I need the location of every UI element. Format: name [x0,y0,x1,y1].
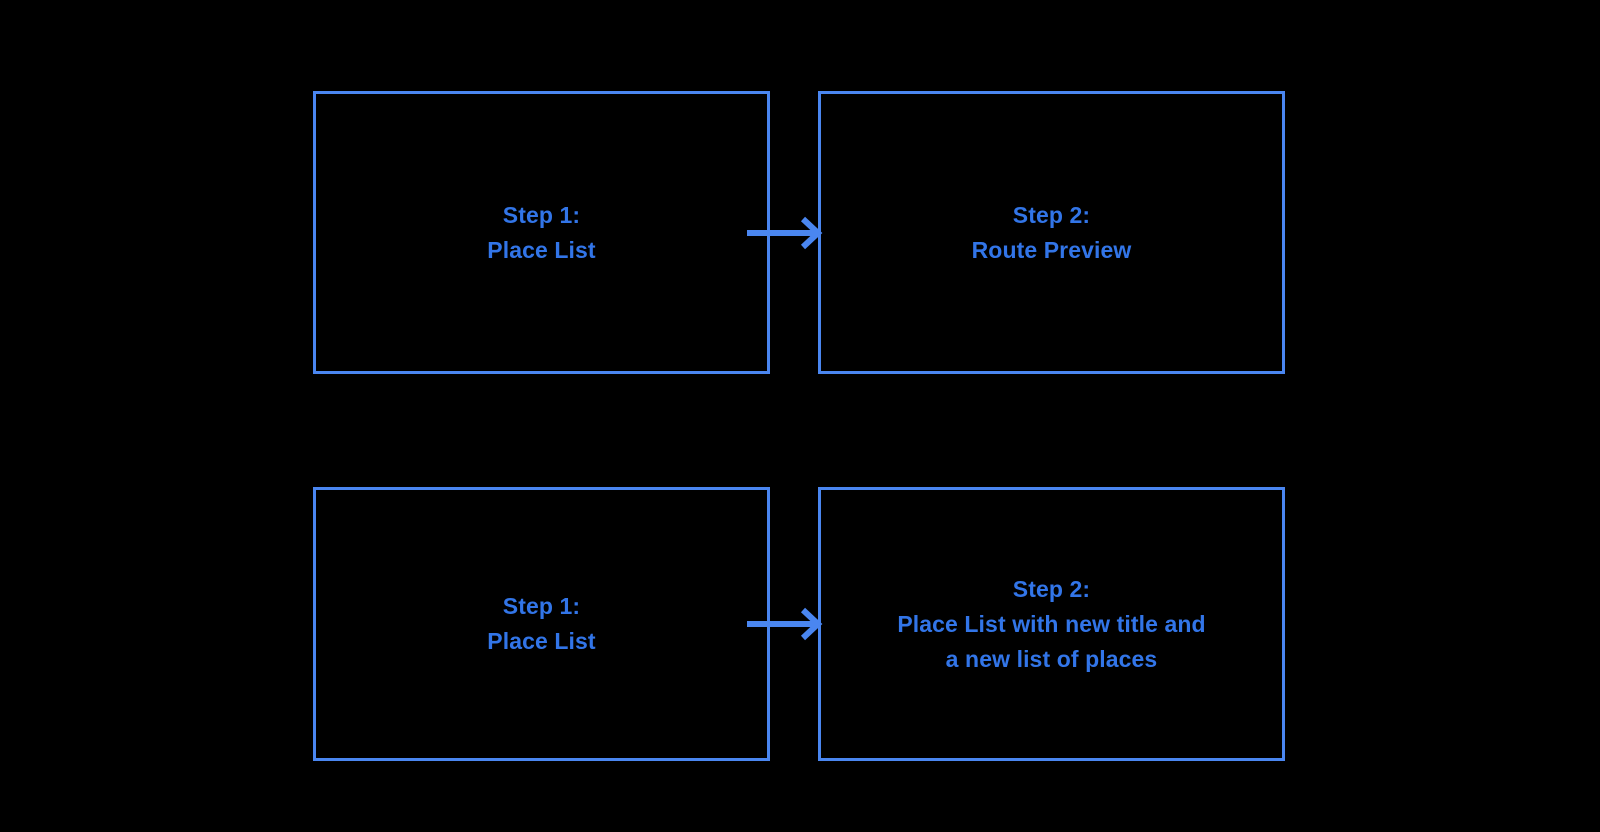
step-box-label: Step 2: Place List with new title and a … [897,575,1206,672]
flow-row-new-place-list: Step 1: Place List Step 2: Place List wi… [0,487,1600,761]
step-box-bottom-step-1[interactable]: Step 1: Place List [313,487,770,761]
step-box-bottom-step-2[interactable]: Step 2: Place List with new title and a … [818,487,1285,761]
flow-row-route-preview: Step 1: Place List Step 2: Route Preview [0,91,1600,374]
step-box-label: Step 1: Place List [487,201,596,263]
step-box-top-step-1[interactable]: Step 1: Place List [313,91,770,374]
step-box-label: Step 2: Route Preview [971,201,1132,263]
step-box-top-step-2[interactable]: Step 2: Route Preview [818,91,1285,374]
step-box-label: Step 1: Place List [487,593,596,654]
